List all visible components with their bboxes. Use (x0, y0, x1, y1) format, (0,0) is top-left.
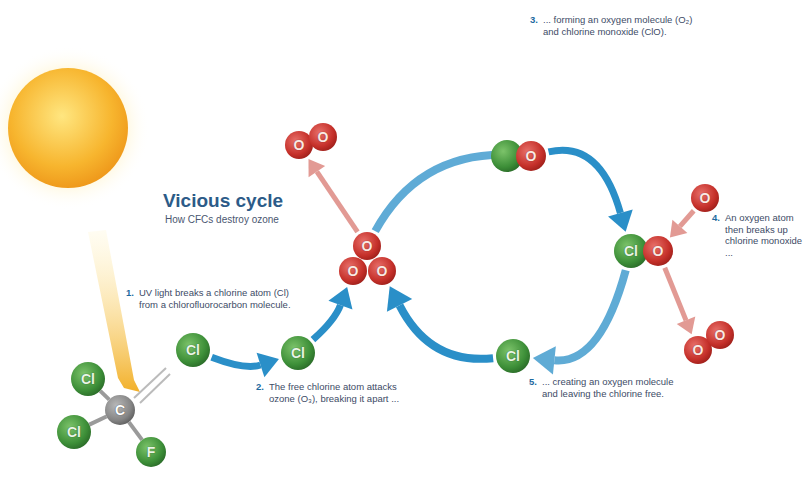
step-text: UV light breaks a chlorine atom (Cl) fro… (139, 287, 299, 310)
halogen-atom: Cl (281, 336, 315, 370)
atom-circle (353, 232, 381, 260)
atom-symbol: O (353, 232, 381, 260)
atom-circle (496, 339, 530, 373)
atom-circle (309, 123, 337, 151)
arrowhead (677, 317, 696, 335)
oxygen-atom: O (353, 232, 381, 260)
atom-symbol: Cl (281, 336, 315, 370)
halogen-atom: Cl (71, 362, 105, 396)
atom-circle (691, 184, 719, 212)
oxygen-atom: O (339, 257, 367, 285)
chemical-bond (100, 391, 109, 400)
atom-symbol: O (339, 257, 367, 285)
atom-symbol: Cl (57, 415, 91, 449)
reaction-arrow (549, 150, 633, 231)
atom-symbol: O (643, 236, 673, 266)
carbon-atom: C (105, 395, 135, 425)
oxygen-atom: O (643, 236, 673, 266)
atom-symbol: Cl (614, 234, 648, 268)
atom-circle (706, 321, 734, 349)
subtitle: How CFCs destroy ozone (165, 214, 279, 225)
step-text: An oxygen atom then breaks up chlorine m… (725, 212, 809, 258)
reaction-arrow (387, 286, 493, 359)
connector-line (554, 270, 625, 360)
atom-symbol: O (516, 141, 546, 171)
callout-number: 4. (712, 212, 720, 224)
arrowhead (328, 287, 352, 310)
atom-circle (176, 333, 210, 367)
reaction-arrow (533, 270, 626, 374)
reaction-arrow (212, 353, 279, 377)
connector-line (665, 268, 686, 321)
atom-circle (281, 336, 315, 370)
callout-number: 5. (529, 376, 537, 388)
oxygen-atom: O (691, 184, 719, 212)
atom-circle (614, 234, 648, 268)
reaction-arrow (313, 287, 353, 340)
callout-number: 1. (126, 287, 134, 299)
arrowhead (308, 159, 325, 177)
arrowhead (257, 353, 279, 377)
chemical-bond (89, 416, 106, 424)
reaction-arrow (665, 268, 696, 335)
atom-symbol: Cl (496, 339, 530, 373)
halogen-atom: Cl (496, 339, 530, 373)
connector-line (212, 357, 261, 366)
atom-circle (516, 141, 546, 171)
atom-circle (71, 362, 105, 396)
reaction-arrow (375, 155, 513, 231)
step-text: ... creating an oxygen molecule and leav… (542, 376, 682, 399)
step-text: ... forming an oxygen molecule (O₂) and … (543, 14, 693, 37)
connector-line (89, 416, 106, 424)
reaction-arrow (308, 159, 357, 232)
atom-circle (368, 257, 396, 285)
connector-line (100, 391, 109, 400)
atom-circle (339, 257, 367, 285)
atom-symbol: O (691, 184, 719, 212)
callout-number: 3. (530, 14, 538, 26)
atom-circle (136, 437, 166, 467)
connector-line (129, 422, 142, 440)
halogen-atom: Cl (57, 415, 91, 449)
arrowhead (670, 220, 687, 238)
step-text: The free chlorine atom attacks ozone (O₃… (269, 381, 419, 404)
atom-circle (57, 415, 91, 449)
connector-line (549, 150, 621, 213)
oxygen-atom: O (309, 123, 337, 151)
halogen-atom: Cl (614, 234, 648, 268)
atom-symbol: Cl (176, 333, 210, 367)
atom-symbol: O (285, 131, 313, 159)
oxygen-atom: O (706, 321, 734, 349)
atom-symbol: O (706, 321, 734, 349)
atom-circle (105, 395, 135, 425)
reaction-arrow (670, 211, 694, 238)
halogen-atom: Cl (176, 333, 210, 367)
halogen-atom: F (136, 437, 166, 467)
chemical-bond (129, 422, 142, 440)
atom-symbol: O (309, 123, 337, 151)
arrowhead (533, 346, 556, 374)
arrowhead (387, 286, 412, 312)
connector-line (317, 172, 358, 232)
title: Vicious cycle (163, 190, 283, 212)
arrowhead (608, 210, 633, 232)
atom-symbol: Cl (71, 362, 105, 396)
oxygen-atom: O (368, 257, 396, 285)
callout-number: 2. (256, 381, 264, 393)
connector-line (313, 305, 341, 340)
atom-symbol: F (136, 437, 166, 467)
connector-line (400, 305, 494, 358)
atom-circle (285, 131, 313, 159)
atom-symbol: C (105, 395, 135, 425)
atom-symbol: O (368, 257, 396, 285)
connector-line (680, 211, 694, 227)
atom-circle (643, 236, 673, 266)
connector-line (375, 155, 513, 231)
oxygen-atom: O (516, 141, 546, 171)
oxygen-atom: O (285, 131, 313, 159)
